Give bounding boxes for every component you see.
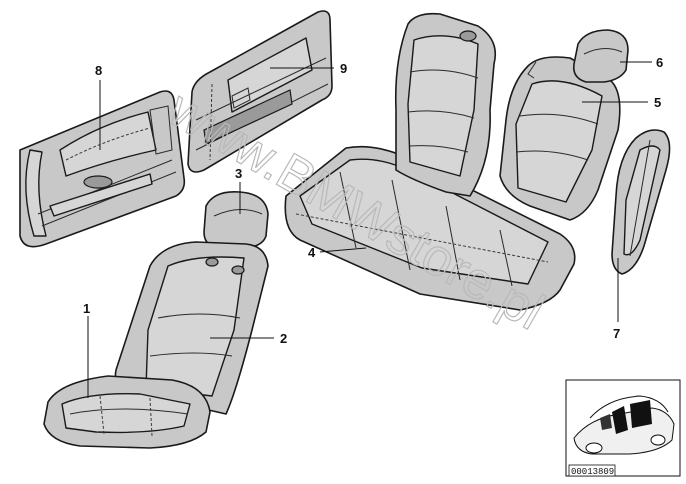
leader-4 bbox=[319, 247, 367, 253]
front-seat-backrest[interactable] bbox=[114, 241, 269, 415]
callout-4: 4 bbox=[308, 245, 316, 260]
callout-5: 5 bbox=[654, 95, 661, 110]
front-door-panel[interactable] bbox=[19, 90, 186, 248]
callout-8: 8 bbox=[95, 63, 102, 78]
callout-9: 9 bbox=[340, 61, 347, 76]
front-seat-cushion[interactable] bbox=[43, 375, 211, 449]
callout-labels: 1 2 3 4 5 6 7 8 9 bbox=[83, 55, 663, 346]
side-bolster[interactable] bbox=[611, 129, 671, 275]
callout-6: 6 bbox=[656, 55, 663, 70]
rear-seat-cushion[interactable] bbox=[284, 145, 576, 311]
leader-lines bbox=[87, 61, 652, 398]
rear-backrest-right[interactable] bbox=[499, 56, 621, 221]
callout-2: 2 bbox=[280, 331, 287, 346]
front-headrest[interactable] bbox=[203, 190, 269, 249]
callout-7: 7 bbox=[613, 326, 620, 341]
callout-1: 1 bbox=[83, 301, 90, 316]
reference-number: 00013809 bbox=[571, 467, 614, 477]
rear-headrest[interactable] bbox=[572, 29, 629, 83]
reference-thumbnail: 00013809 bbox=[565, 379, 681, 477]
rear-door-panel[interactable] bbox=[187, 10, 333, 173]
rear-backrest-left[interactable] bbox=[394, 12, 497, 197]
car-outline-icon bbox=[573, 395, 675, 455]
callout-3: 3 bbox=[235, 166, 242, 181]
